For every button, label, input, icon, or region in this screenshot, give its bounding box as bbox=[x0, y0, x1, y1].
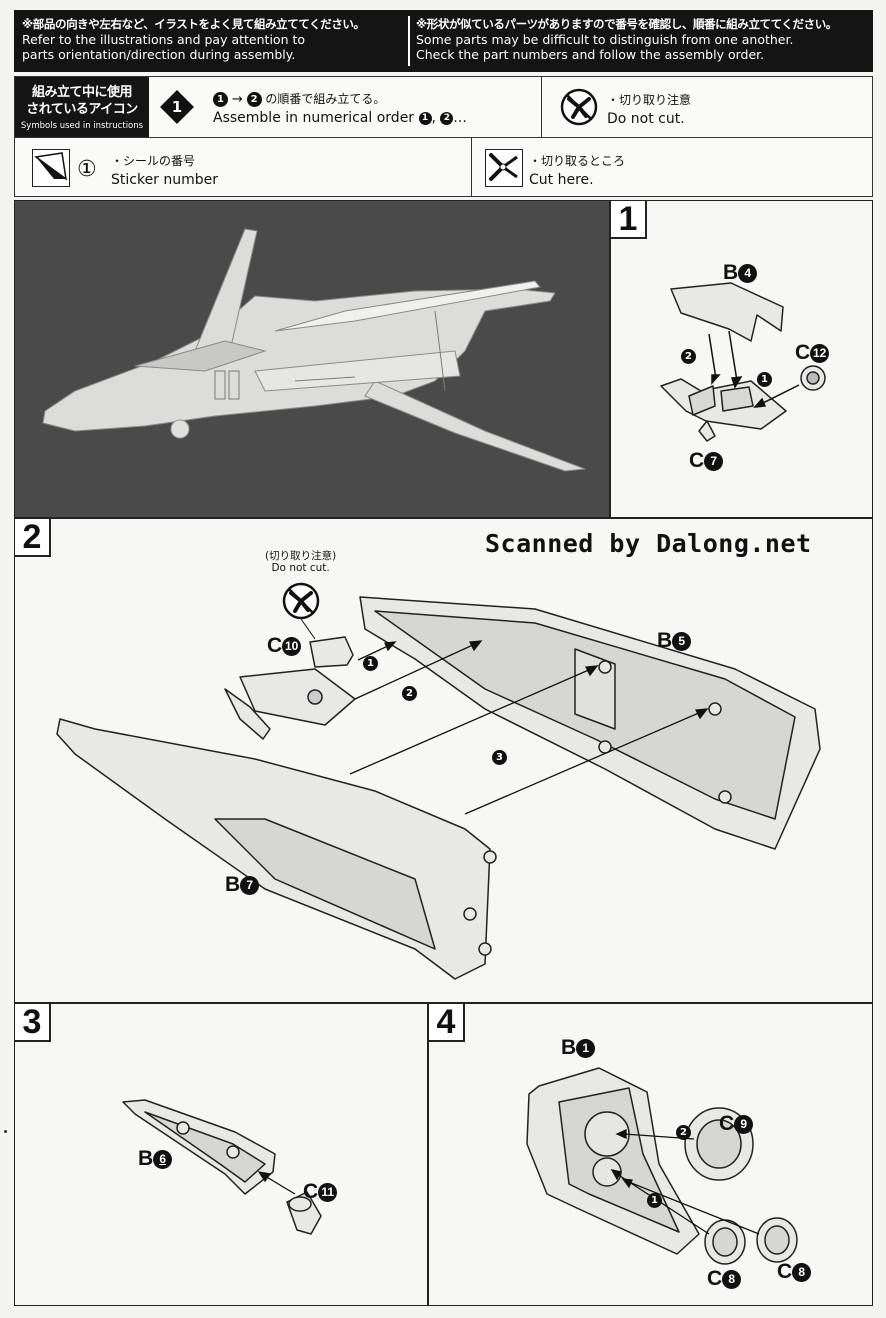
cut-here-icon bbox=[485, 149, 523, 187]
step-2-number: 2 bbox=[15, 519, 51, 557]
legend-order-en: Assemble in numerical order 1, 2... bbox=[213, 110, 467, 126]
step-2-arrow-3: 3 bbox=[492, 747, 507, 766]
scan-watermark: Scanned by Dalong.net bbox=[485, 529, 812, 558]
step-2-panel: 2 Scanned by Dalong.net (切り取り注意) Do not … bbox=[14, 518, 873, 1003]
step-2-no-cut-icon bbox=[282, 582, 320, 640]
sticker-icon bbox=[32, 149, 70, 187]
step-2-nocut-note: (切り取り注意) Do not cut. bbox=[265, 550, 336, 574]
step-1-arrow-2: 2 bbox=[681, 346, 696, 365]
step-3-number: 3 bbox=[15, 1004, 51, 1042]
scan-speck bbox=[4, 1130, 7, 1133]
sticker-number-symbol: ① bbox=[77, 157, 97, 182]
legend-nocut-en: Do not cut. bbox=[607, 111, 685, 127]
step-2-note-jp: (切り取り注意) bbox=[265, 550, 337, 562]
step-4-number: 4 bbox=[429, 1004, 465, 1042]
order-num-1-icon: 1 bbox=[213, 92, 228, 107]
legend-cut: ・切り取るところ Cut here. bbox=[529, 152, 625, 188]
legend-sticker-en: Sticker number bbox=[111, 172, 219, 188]
no-cut-icon bbox=[559, 87, 599, 127]
order-diamond-icon: 1 bbox=[160, 90, 194, 124]
legend-nocut: ・切り取り注意 Do not cut. bbox=[607, 91, 691, 127]
legend-cut-en: Cut here. bbox=[529, 172, 594, 188]
completed-model-photo bbox=[14, 200, 610, 518]
legend-title-block: 組み立て中に使用 されているアイコン Symbols used in instr… bbox=[15, 77, 149, 138]
legend-title-jp-2: されているアイコン bbox=[26, 102, 138, 117]
step-2-arrow-2: 2 bbox=[402, 683, 417, 702]
step-1-number: 1 bbox=[611, 201, 647, 239]
legend-sticker-jp: ・シールの番号 bbox=[111, 154, 196, 168]
legend-nocut-jp: ・切り取り注意 bbox=[607, 93, 692, 107]
step-4-arrow-2: 2 bbox=[676, 1122, 691, 1141]
header-left-en-1: Refer to the illustrations and pay atten… bbox=[22, 32, 306, 47]
legend-cut-jp: ・切り取るところ bbox=[529, 154, 626, 168]
header-right-en-2: Check the part numbers and follow the as… bbox=[416, 47, 765, 62]
order-num-2-icon: 2 bbox=[246, 92, 262, 107]
header-left-en-2: parts orientation/direction during assem… bbox=[22, 47, 296, 62]
step-4-arrow-1: 1 bbox=[647, 1190, 662, 1209]
header-left: ※部品の向きや左右など、イラストをよく見て組み立ててください。 Refer to… bbox=[22, 16, 407, 62]
header-right-jp: ※形状が似ているパーツがありますので番号を確認し、順番に組み立ててください。 bbox=[416, 17, 837, 31]
icon-legend: 組み立て中に使用 されているアイコン Symbols used in instr… bbox=[14, 76, 873, 197]
step-2-note-en: Do not cut. bbox=[271, 562, 330, 574]
step-1-arrow-1: 1 bbox=[757, 369, 772, 388]
legend-title-en: Symbols used in instructions bbox=[20, 121, 144, 131]
legend-title-jp-1: 組み立て中に使用 bbox=[31, 85, 133, 100]
header-divider bbox=[408, 16, 410, 66]
instructions-header: ※部品の向きや左右など、イラストをよく見て組み立ててください。 Refer to… bbox=[14, 10, 873, 72]
legend-order: 1 → 2 の順番で組み立てる。 Assemble in numerical o… bbox=[213, 90, 467, 126]
step-2-arrow-1: 1 bbox=[363, 653, 378, 672]
header-left-jp: ※部品の向きや左右など、イラストをよく見て組み立ててください。 bbox=[22, 17, 365, 31]
legend-order-jp: 1 → 2 の順番で組み立てる。 bbox=[213, 90, 467, 107]
header-right-en-1: Some parts may be difficult to distingui… bbox=[416, 32, 794, 47]
legend-sticker: ・シールの番号 Sticker number bbox=[111, 152, 218, 188]
header-right: ※形状が似ているパーツがありますので番号を確認し、順番に組み立ててください。 S… bbox=[416, 16, 871, 62]
